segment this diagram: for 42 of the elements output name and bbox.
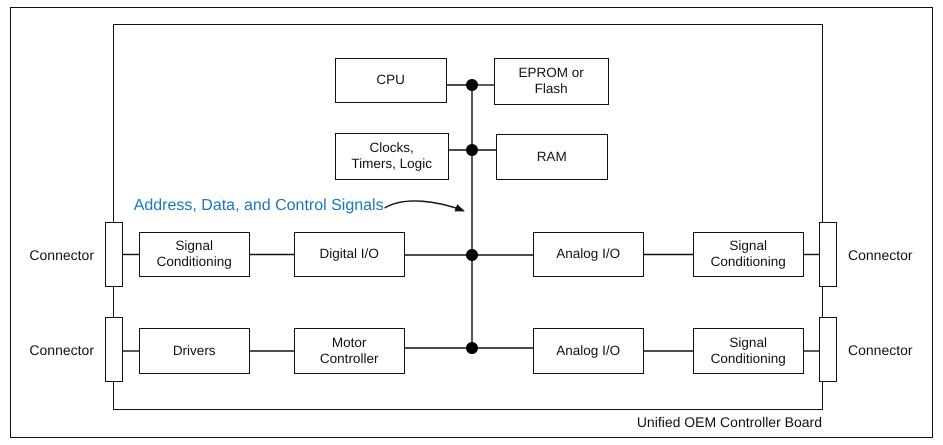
process-box: CPU <box>334 58 447 103</box>
connector-label: Connector <box>29 246 94 262</box>
process-box: Analog I/O <box>532 328 644 374</box>
junction-dot <box>466 78 478 91</box>
connector-line <box>471 91 473 144</box>
leader-line <box>384 200 465 212</box>
signal-label: Address, Data, and Control Signals <box>134 196 384 219</box>
connector-line <box>447 84 466 86</box>
connector-line <box>405 347 466 349</box>
junction-dot <box>466 144 478 156</box>
process-box: Motor Controller <box>294 328 405 374</box>
connector-line <box>250 350 294 352</box>
process-box: Signal Conditioning <box>138 232 250 277</box>
connector-line <box>644 350 693 352</box>
process-box: EPROM or Flash <box>494 58 609 105</box>
junction-dot <box>466 342 478 354</box>
connector-line <box>250 254 294 256</box>
connector-line <box>478 84 494 86</box>
connector-label: Connector <box>848 246 913 262</box>
process-box: RAM <box>496 134 608 180</box>
connector-label: Connector <box>848 342 913 358</box>
connector-line <box>804 350 819 352</box>
connector-line <box>804 254 819 256</box>
junction-dot <box>466 248 478 261</box>
connector-line <box>471 261 473 342</box>
process-box: Analog I/O <box>532 232 644 277</box>
connector-line <box>123 254 139 256</box>
process-box: Drivers <box>138 328 250 374</box>
connector-label: Connector <box>29 342 94 358</box>
process-box: Signal Conditioning <box>692 232 804 277</box>
board-label: Unified OEM Controller Board <box>636 414 822 430</box>
connector-line <box>478 347 533 349</box>
connector-line <box>644 254 693 256</box>
connector-line <box>478 254 533 256</box>
connector-line <box>123 350 139 352</box>
process-box: Digital I/O <box>294 232 405 277</box>
process-box: Signal Conditioning <box>692 328 804 374</box>
process-box: Clocks, Timers, Logic <box>334 132 449 180</box>
connector-line <box>478 149 496 151</box>
connector-line <box>405 254 466 256</box>
connector-line <box>449 149 466 151</box>
connector-line <box>471 156 473 249</box>
